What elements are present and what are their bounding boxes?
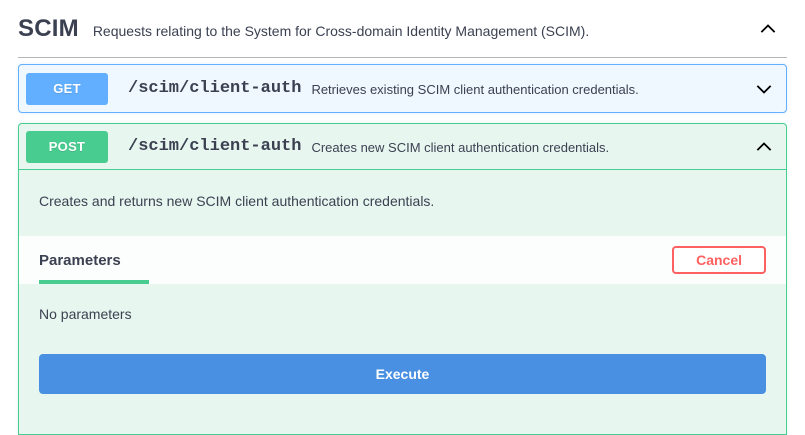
- cancel-button[interactable]: Cancel: [672, 246, 766, 275]
- http-method-badge-get: GET: [26, 72, 108, 105]
- page-title: SCIM: [18, 15, 79, 42]
- operation-path-post: /scim/client-auth: [128, 137, 302, 156]
- operation-post-scim-client-auth[interactable]: POST /scim/client-auth Creates new SCIM …: [18, 123, 787, 435]
- no-parameters-text: No parameters: [39, 306, 132, 323]
- operation-summary-get[interactable]: GET /scim/client-auth Retrieves existing…: [19, 65, 786, 112]
- parameters-tab-row: Parameters Cancel: [19, 236, 786, 285]
- chevron-up-icon[interactable]: [752, 135, 776, 159]
- operation-get-scim-client-auth[interactable]: GET /scim/client-auth Retrieves existing…: [18, 64, 787, 113]
- operation-summary-text-get: Retrieves existing SCIM client authentic…: [311, 82, 639, 97]
- tag-description: Requests relating to the System for Cros…: [92, 22, 590, 39]
- divider: [18, 57, 787, 58]
- operation-summary-text-post: Creates new SCIM client authentication c…: [311, 140, 610, 155]
- operation-path-get: /scim/client-auth: [128, 79, 302, 98]
- execute-button-wrap: Execute: [19, 322, 786, 395]
- chevron-down-icon[interactable]: [752, 77, 776, 101]
- execute-button[interactable]: Execute: [39, 354, 766, 395]
- chevron-up-icon[interactable]: [755, 16, 781, 42]
- operation-summary-post[interactable]: POST /scim/client-auth Creates new SCIM …: [19, 124, 786, 170]
- operation-body-post: Creates and returns new SCIM client auth…: [19, 170, 786, 395]
- tab-active-indicator: [39, 280, 149, 285]
- tag-header-scim[interactable]: SCIM Requests relating to the System for…: [18, 6, 787, 52]
- tab-parameters[interactable]: Parameters: [39, 251, 121, 269]
- http-method-badge-post: POST: [26, 130, 108, 163]
- operation-description: Creates and returns new SCIM client auth…: [39, 193, 435, 209]
